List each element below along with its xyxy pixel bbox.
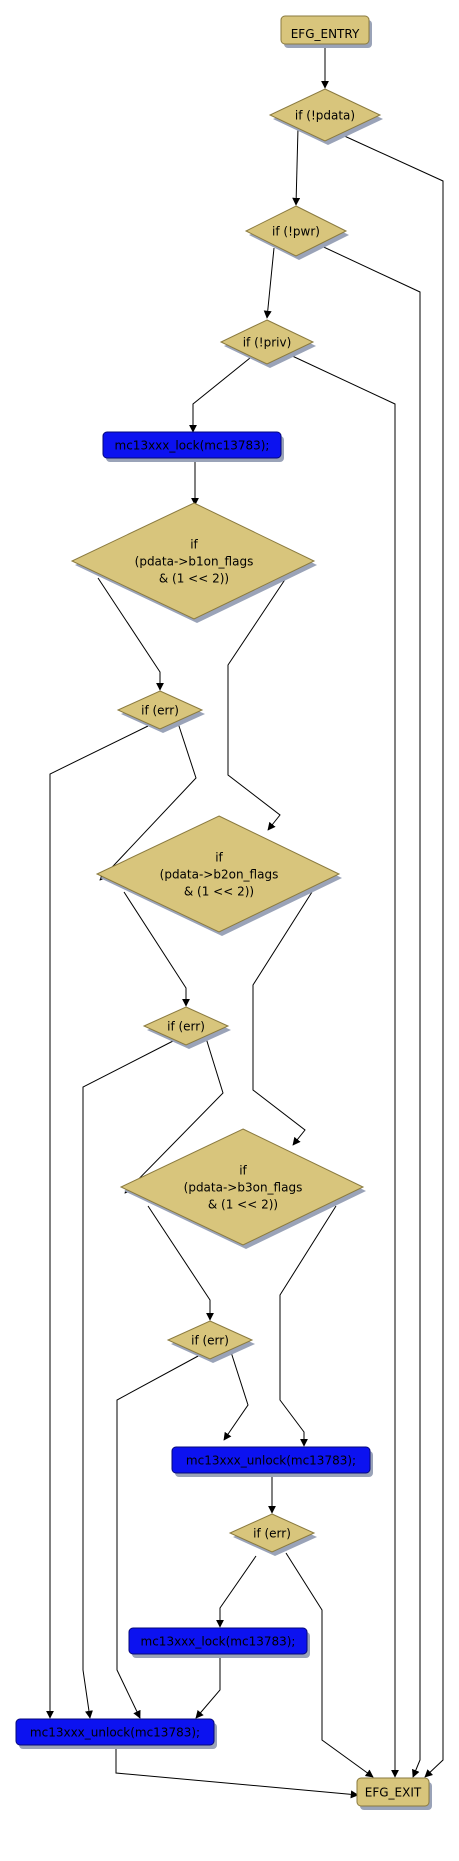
node-exit-label: EFG_EXIT bbox=[365, 1786, 422, 1800]
node-cond-b2on-line1: if bbox=[215, 851, 223, 865]
edge-err4-to-exit bbox=[285, 1552, 374, 1778]
edge-pwr-to-priv bbox=[263, 247, 275, 319]
node-cond-err-3-label: if (err) bbox=[191, 1334, 229, 1348]
node-cond-b3on-line3: & (1 << 2)) bbox=[208, 1198, 278, 1212]
node-exit: EFG_EXIT bbox=[356, 1777, 432, 1810]
edge-b2on-to-err2 bbox=[123, 891, 190, 1007]
node-cond-b1on-line1: if bbox=[190, 538, 198, 552]
edge-err4-to-lock2 bbox=[216, 1555, 257, 1628]
node-cond-pwr-label: if (!pwr) bbox=[272, 225, 320, 239]
node-cond-b1on: if (pdata->b1on_flags & (1 << 2)) bbox=[70, 502, 317, 623]
node-cond-priv-label: if (!priv) bbox=[243, 336, 292, 350]
edge-pwr-to-exit bbox=[314, 242, 421, 1778]
edge-b2on-to-b3on bbox=[252, 891, 313, 1146]
edge-priv-to-exit bbox=[287, 353, 399, 1778]
edge-b3on-to-err3 bbox=[147, 1205, 214, 1321]
edge-lock2-to-unlock2 bbox=[195, 1652, 221, 1719]
node-cond-pdata: if (!pdata) bbox=[268, 88, 383, 145]
node-cond-err-4: if (err) bbox=[228, 1513, 317, 1556]
node-lock-2: mc13xxx_lock(mc13783); bbox=[128, 1627, 310, 1658]
node-cond-err-1-label: if (err) bbox=[141, 704, 179, 718]
node-unlock-2: mc13xxx_unlock(mc13783); bbox=[15, 1718, 217, 1749]
node-cond-b2on-line2: (pdata->b2on_flags bbox=[160, 868, 279, 882]
node-cond-b3on-line2: (pdata->b3on_flags bbox=[184, 1181, 303, 1195]
node-cond-err-2: if (err) bbox=[142, 1006, 231, 1049]
edge-err3-to-unlock2 bbox=[116, 1354, 201, 1719]
edge-pdata-to-pwr bbox=[292, 127, 301, 206]
edge-b1on-to-err1 bbox=[97, 577, 164, 691]
node-unlock-1: mc13xxx_unlock(mc13783); bbox=[171, 1446, 373, 1477]
edge-pdata-to-exit bbox=[339, 133, 444, 1778]
node-cond-pwr: if (!pwr) bbox=[244, 205, 349, 260]
node-cond-b1on-line3: & (1 << 2)) bbox=[159, 572, 229, 586]
node-entry-label: EFG_ENTRY bbox=[291, 27, 360, 41]
node-unlock-1-label: mc13xxx_unlock(mc13783); bbox=[186, 1454, 356, 1468]
edges bbox=[46, 44, 444, 1799]
edge-err2-to-b3on bbox=[124, 1037, 224, 1194]
edge-b1on-to-b2on bbox=[227, 577, 287, 831]
node-lock-1: mc13xxx_lock(mc13783); bbox=[102, 431, 284, 462]
edge-priv-to-lock1 bbox=[189, 357, 251, 433]
node-cond-err-3: if (err) bbox=[166, 1320, 255, 1363]
node-cond-b3on-line1: if bbox=[239, 1164, 247, 1178]
edge-err1-to-b2on bbox=[99, 722, 197, 881]
node-cond-b3on: if (pdata->b3on_flags & (1 << 2)) bbox=[119, 1128, 366, 1249]
edge-err2-to-unlock2 bbox=[82, 1039, 176, 1719]
node-cond-b2on-line3: & (1 << 2)) bbox=[184, 885, 254, 899]
node-lock-2-label: mc13xxx_lock(mc13783); bbox=[141, 1635, 296, 1649]
edge-err3-to-unlock1 bbox=[223, 1351, 249, 1441]
node-cond-pdata-label: if (!pdata) bbox=[295, 109, 355, 123]
edge-err1-to-unlock2 bbox=[46, 725, 149, 1719]
node-unlock-2-label: mc13xxx_unlock(mc13783); bbox=[30, 1726, 200, 1740]
edge-b3on-to-unlock1 bbox=[279, 1205, 337, 1447]
node-cond-b1on-line2: (pdata->b1on_flags bbox=[135, 555, 254, 569]
edge-unlock2-to-exit bbox=[115, 1746, 359, 1799]
node-cond-err-4-label: if (err) bbox=[253, 1527, 291, 1541]
node-entry: EFG_ENTRY bbox=[280, 15, 372, 48]
node-lock-1-label: mc13xxx_lock(mc13783); bbox=[115, 439, 270, 453]
node-cond-err-1: if (err) bbox=[116, 690, 205, 733]
node-cond-b2on: if (pdata->b2on_flags & (1 << 2)) bbox=[95, 815, 342, 936]
node-cond-priv: if (!priv) bbox=[219, 319, 316, 368]
node-cond-err-2-label: if (err) bbox=[167, 1020, 205, 1034]
